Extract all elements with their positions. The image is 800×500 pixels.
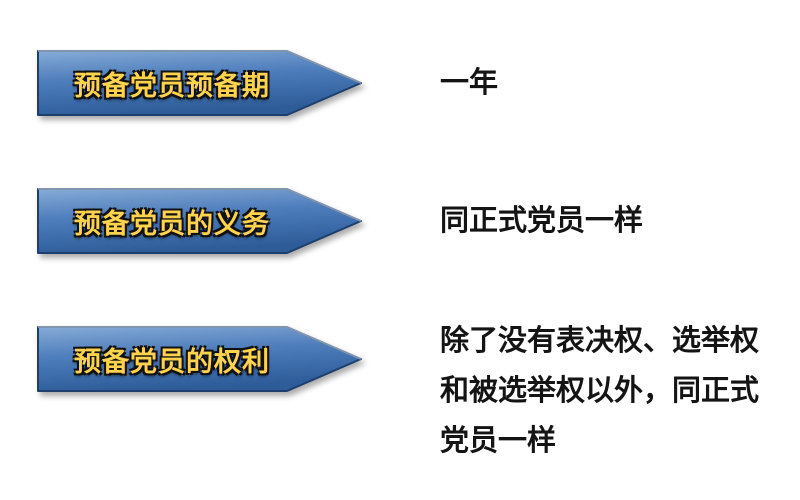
right-arrow-shape-icon [37, 326, 362, 392]
diagram-row-rights: 预备党员的权利 除了没有表决权、选举权和被选举权以外，同正式党员一样 [0, 318, 800, 468]
flow-arrow-probation-period: 预备党员预备期 [35, 42, 365, 124]
right-arrow-shape-icon [37, 50, 362, 116]
diagram-row-obligations: 预备党员的义务 同正式党员一样 [0, 180, 800, 330]
arrow-label: 预备党员的义务 [74, 208, 270, 239]
right-arrow-shape-icon [37, 188, 362, 254]
arrow-label: 预备党员的权利 [74, 346, 270, 377]
arrow-label: 预备党员预备期 [74, 70, 270, 101]
flow-arrow-obligations: 预备党员的义务 [35, 180, 365, 262]
value-text-obligations: 同正式党员一样 [440, 205, 644, 237]
value-text-probation-period: 一年 [440, 67, 499, 99]
diagram-row-probation-period: 预备党员预备期 一年 [0, 42, 800, 192]
flow-arrow-rights: 预备党员的权利 [35, 318, 365, 400]
value-text-rights: 除了没有表决权、选举权和被选举权以外，同正式党员一样 [440, 325, 760, 457]
